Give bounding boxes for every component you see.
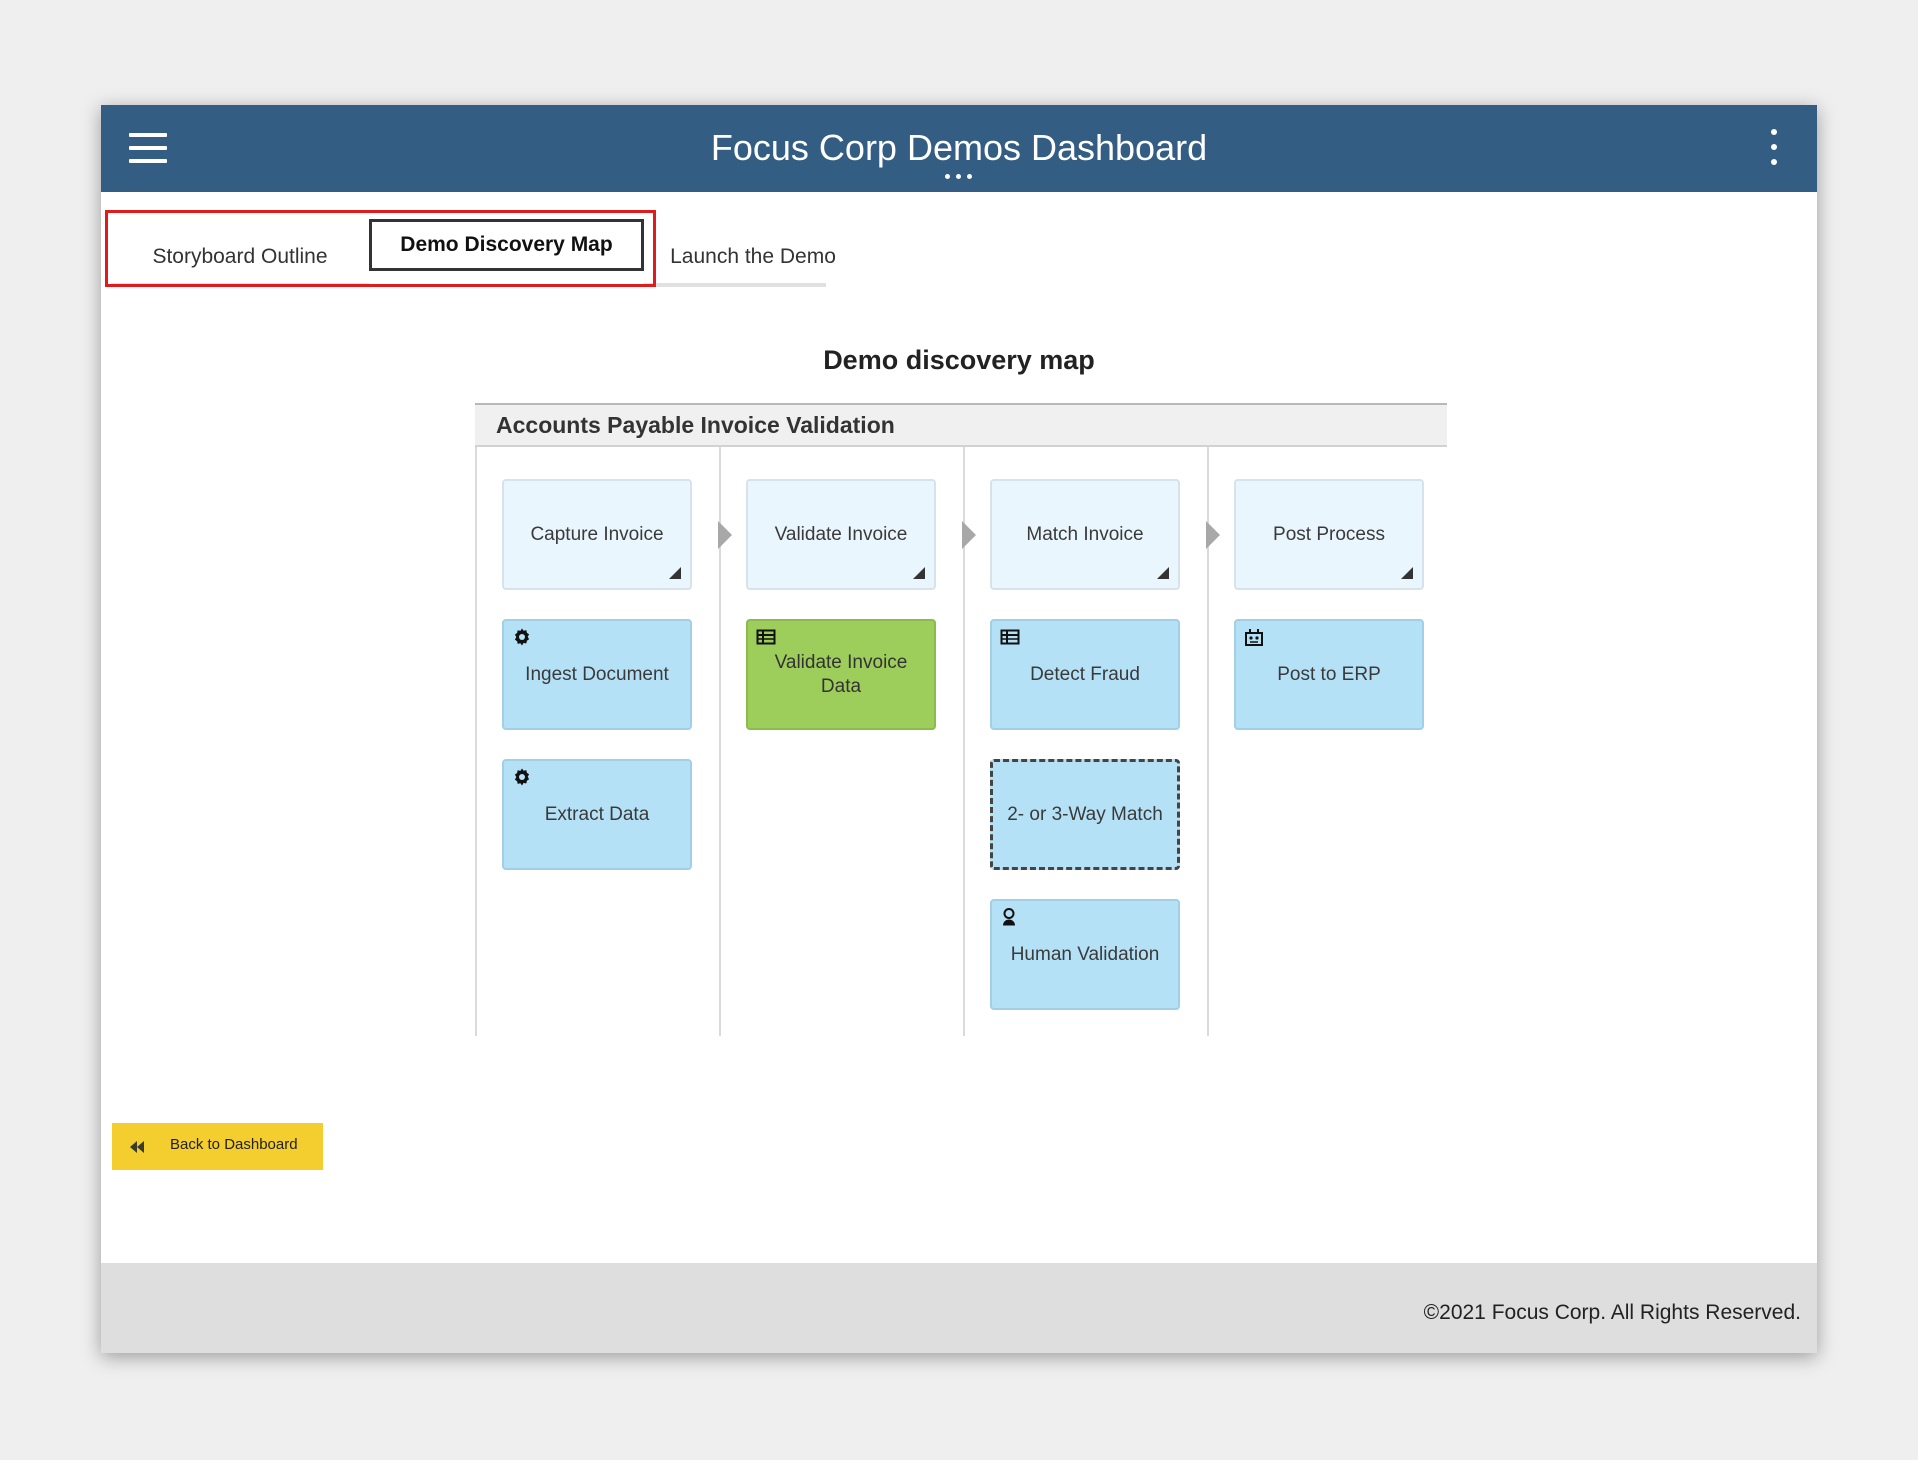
person-icon	[1003, 908, 1015, 926]
lane-divider	[1207, 447, 1209, 1036]
arrow-right-icon	[718, 521, 732, 549]
process-header: Accounts Payable Invoice Validation	[475, 403, 1447, 447]
expand-corner-icon	[1157, 567, 1169, 579]
map-heading: Demo discovery map	[823, 345, 1095, 375]
task-label: Ingest Document	[525, 663, 669, 685]
back-to-dashboard-button[interactable]: Back to Dashboard	[112, 1123, 323, 1170]
lane-divider	[963, 447, 965, 1036]
task-validate-invoice-data[interactable]: Validate Invoice Data	[746, 619, 936, 730]
task-label: Human Validation	[1010, 943, 1160, 965]
copyright-text: ©2021 Focus Corp. All Rights Reserved.	[1423, 1301, 1801, 1324]
stage-label: Post Process	[1273, 523, 1385, 545]
tab-demo-discovery-map[interactable]: Demo Discovery Map	[369, 219, 644, 271]
tab-storyboard-outline[interactable]: Storyboard Outline	[152, 245, 328, 268]
task-detect-fraud[interactable]: Detect Fraud	[990, 619, 1180, 730]
lane-divider	[719, 447, 721, 1036]
task-label: Detect Fraud	[1030, 663, 1140, 685]
gear-icon	[514, 768, 530, 786]
task-2-or-3-way-match[interactable]: 2- or 3-Way Match	[990, 759, 1180, 870]
gear-icon	[514, 628, 530, 646]
task-post-to-erp[interactable]: Post to ERP	[1234, 619, 1424, 730]
expand-corner-icon	[669, 567, 681, 579]
back-button-label: Back to Dashboard	[170, 1136, 298, 1153]
stage-post-process[interactable]: Post Process	[1234, 479, 1424, 590]
task-label: Extract Data	[544, 803, 650, 825]
stage-match-invoice[interactable]: Match Invoice	[990, 479, 1180, 590]
task-extract-data[interactable]: Extract Data	[502, 759, 692, 870]
expand-corner-icon	[913, 567, 925, 579]
stage-label: Match Invoice	[1026, 523, 1144, 545]
stage-capture-invoice[interactable]: Capture Invoice	[502, 479, 692, 590]
double-chevron-left-icon	[130, 1141, 144, 1153]
tab-launch-the-demo[interactable]: Launch the Demo	[670, 245, 836, 268]
lane-divider	[475, 447, 477, 1036]
task-label: Validate Invoice Data	[774, 651, 908, 697]
robot-icon	[1245, 629, 1263, 646]
app-title: Focus Corp Demos Dashboard	[710, 127, 1208, 168]
task-label: Post to ERP	[1277, 663, 1381, 685]
table-icon	[1000, 629, 1020, 645]
task-human-validation[interactable]: Human Validation	[990, 899, 1180, 1010]
app-window: Focus Corp Demos Dashboard Storyboard Ou…	[101, 105, 1817, 1353]
arrow-right-icon	[1206, 521, 1220, 549]
hamburger-menu-icon[interactable]	[129, 133, 167, 167]
arrow-right-icon	[962, 521, 976, 549]
stage-validate-invoice[interactable]: Validate Invoice	[746, 479, 936, 590]
footer: ©2021 Focus Corp. All Rights Reserved.	[101, 1263, 1817, 1353]
kebab-menu-icon[interactable]	[1767, 129, 1779, 169]
app-header: Focus Corp Demos Dashboard	[101, 105, 1817, 192]
tab-underline	[644, 283, 826, 287]
task-ingest-document[interactable]: Ingest Document	[502, 619, 692, 730]
process-map: Accounts Payable Invoice Validation Capt…	[475, 403, 1447, 1036]
title-dots-icon	[941, 174, 977, 182]
expand-corner-icon	[1401, 567, 1413, 579]
task-label: 2- or 3-Way Match	[1007, 803, 1163, 825]
process-title: Accounts Payable Invoice Validation	[496, 412, 895, 438]
stage-label: Validate Invoice	[774, 523, 908, 545]
stage-label: Capture Invoice	[530, 523, 664, 545]
table-icon	[756, 629, 776, 645]
